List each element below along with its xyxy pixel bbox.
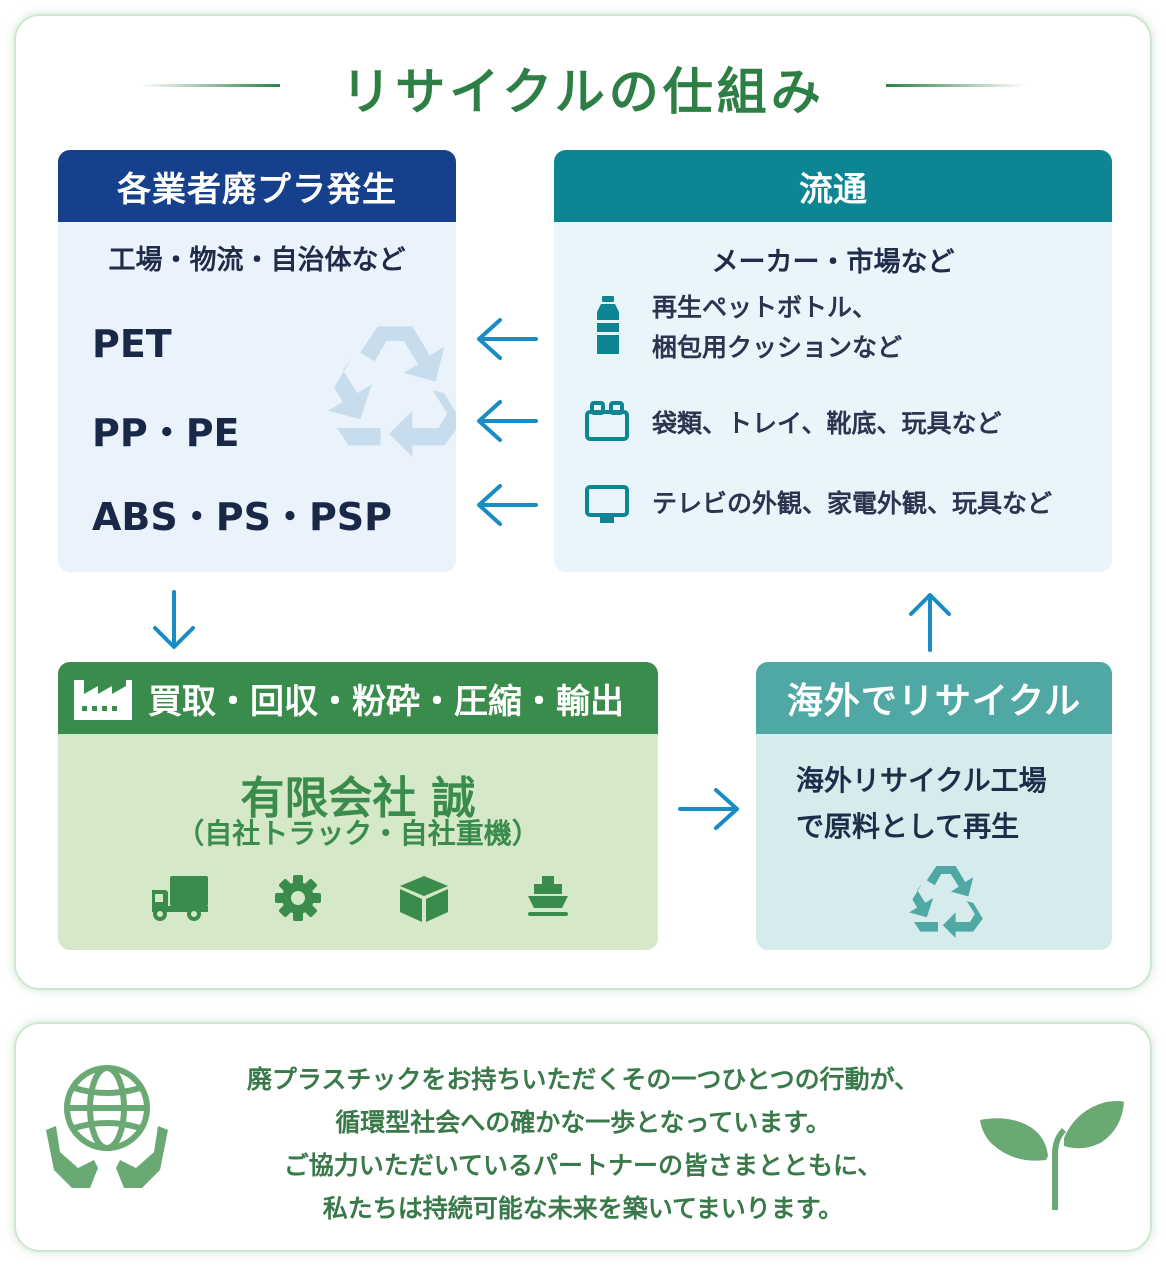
box2-subtitle: メーカー・市場など xyxy=(711,247,955,278)
factory-icon xyxy=(74,680,132,720)
gear-icon xyxy=(275,875,321,921)
truck-icon xyxy=(152,876,208,921)
company-process-box: 買取・回収・粉砕・圧縮・輸出 有限会社 誠 （自社トラック・自社重機） xyxy=(58,662,658,950)
message-line-3: ご協力いただいているパートナーの皆さまとともに、 xyxy=(283,1151,883,1180)
company-name: 有限会社 誠 xyxy=(240,773,476,824)
message-line-4: 私たちは持続可能な未来を築いてまいります。 xyxy=(322,1194,844,1223)
box4-line2: で原料として再生 xyxy=(796,810,1020,843)
arrow-up-icon xyxy=(909,593,951,652)
sprout-icon xyxy=(980,1101,1124,1210)
title-line-right xyxy=(886,84,1026,87)
monitor-icon xyxy=(585,485,629,523)
message-line-1: 廃プラスチックをお持ちいただくその一つひとつの行動が、 xyxy=(246,1065,920,1094)
box1-subtitle: 工場・物流・自治体など xyxy=(108,245,406,276)
box1-header: 各業者廃プラ発生 xyxy=(58,150,456,222)
box4-header: 海外でリサイクル xyxy=(756,662,1112,734)
row1-line2: 梱包用クッションなど xyxy=(652,333,903,362)
item-pp-pe: PP・PE xyxy=(92,411,240,455)
title-line-left xyxy=(140,84,280,87)
box3-header-label: 買取・回収・粉砕・圧縮・輸出 xyxy=(148,681,624,722)
closing-message: 廃プラスチックをお持ちいただくその一つひとつの行動が、 循環型社会への確かな一歩… xyxy=(170,1058,996,1230)
company-sub: （自社トラック・自社重機） xyxy=(176,817,540,850)
box4-line1: 海外リサイクル工場 xyxy=(796,764,1047,797)
globe-hands-icon xyxy=(46,1065,168,1188)
ship-icon xyxy=(528,876,568,916)
item-pet: PET xyxy=(92,322,172,366)
arrow-left-icon xyxy=(477,484,538,526)
arrow-right-icon xyxy=(678,788,739,830)
recycle-icon xyxy=(909,866,983,938)
message-line-2: 循環型社会への確かな一歩となっています。 xyxy=(335,1108,831,1137)
waste-plastic-source-box: 各業者廃プラ発生 工場・物流・自治体など PET PP・PE ABS・PS・PS… xyxy=(58,150,456,572)
box3-header: 買取・回収・粉砕・圧縮・輸出 xyxy=(58,662,658,734)
page-title: リサイクルの仕組み xyxy=(341,63,825,121)
arrow-left-icon xyxy=(477,318,538,360)
arrow-left-icon xyxy=(477,400,538,442)
row3-text: テレビの外観、家電外観、玩具など xyxy=(652,489,1053,518)
container-icon xyxy=(585,401,629,441)
box2-header: 流通 xyxy=(554,150,1112,222)
arrow-down-icon xyxy=(153,590,195,649)
item-abs-ps-psp: ABS・PS・PSP xyxy=(92,495,393,539)
message-card xyxy=(14,1022,1152,1252)
row2-text: 袋類、トレイ、靴底、玩具など xyxy=(652,409,1002,438)
bottle-icon xyxy=(597,296,619,354)
box-icon xyxy=(400,876,448,922)
distribution-box: 流通 メーカー・市場など 再生ペットボトル、 梱包用クッションなど 袋類、トレイ… xyxy=(554,150,1112,572)
recycle-icon xyxy=(328,326,456,457)
overseas-recycle-box: 海外でリサイクル 海外リサイクル工場 で原料として再生 xyxy=(756,662,1112,950)
box4-text: 海外リサイクル工場 で原料として再生 xyxy=(796,758,1047,850)
row1-line1: 再生ペットボトル、 xyxy=(652,293,878,322)
